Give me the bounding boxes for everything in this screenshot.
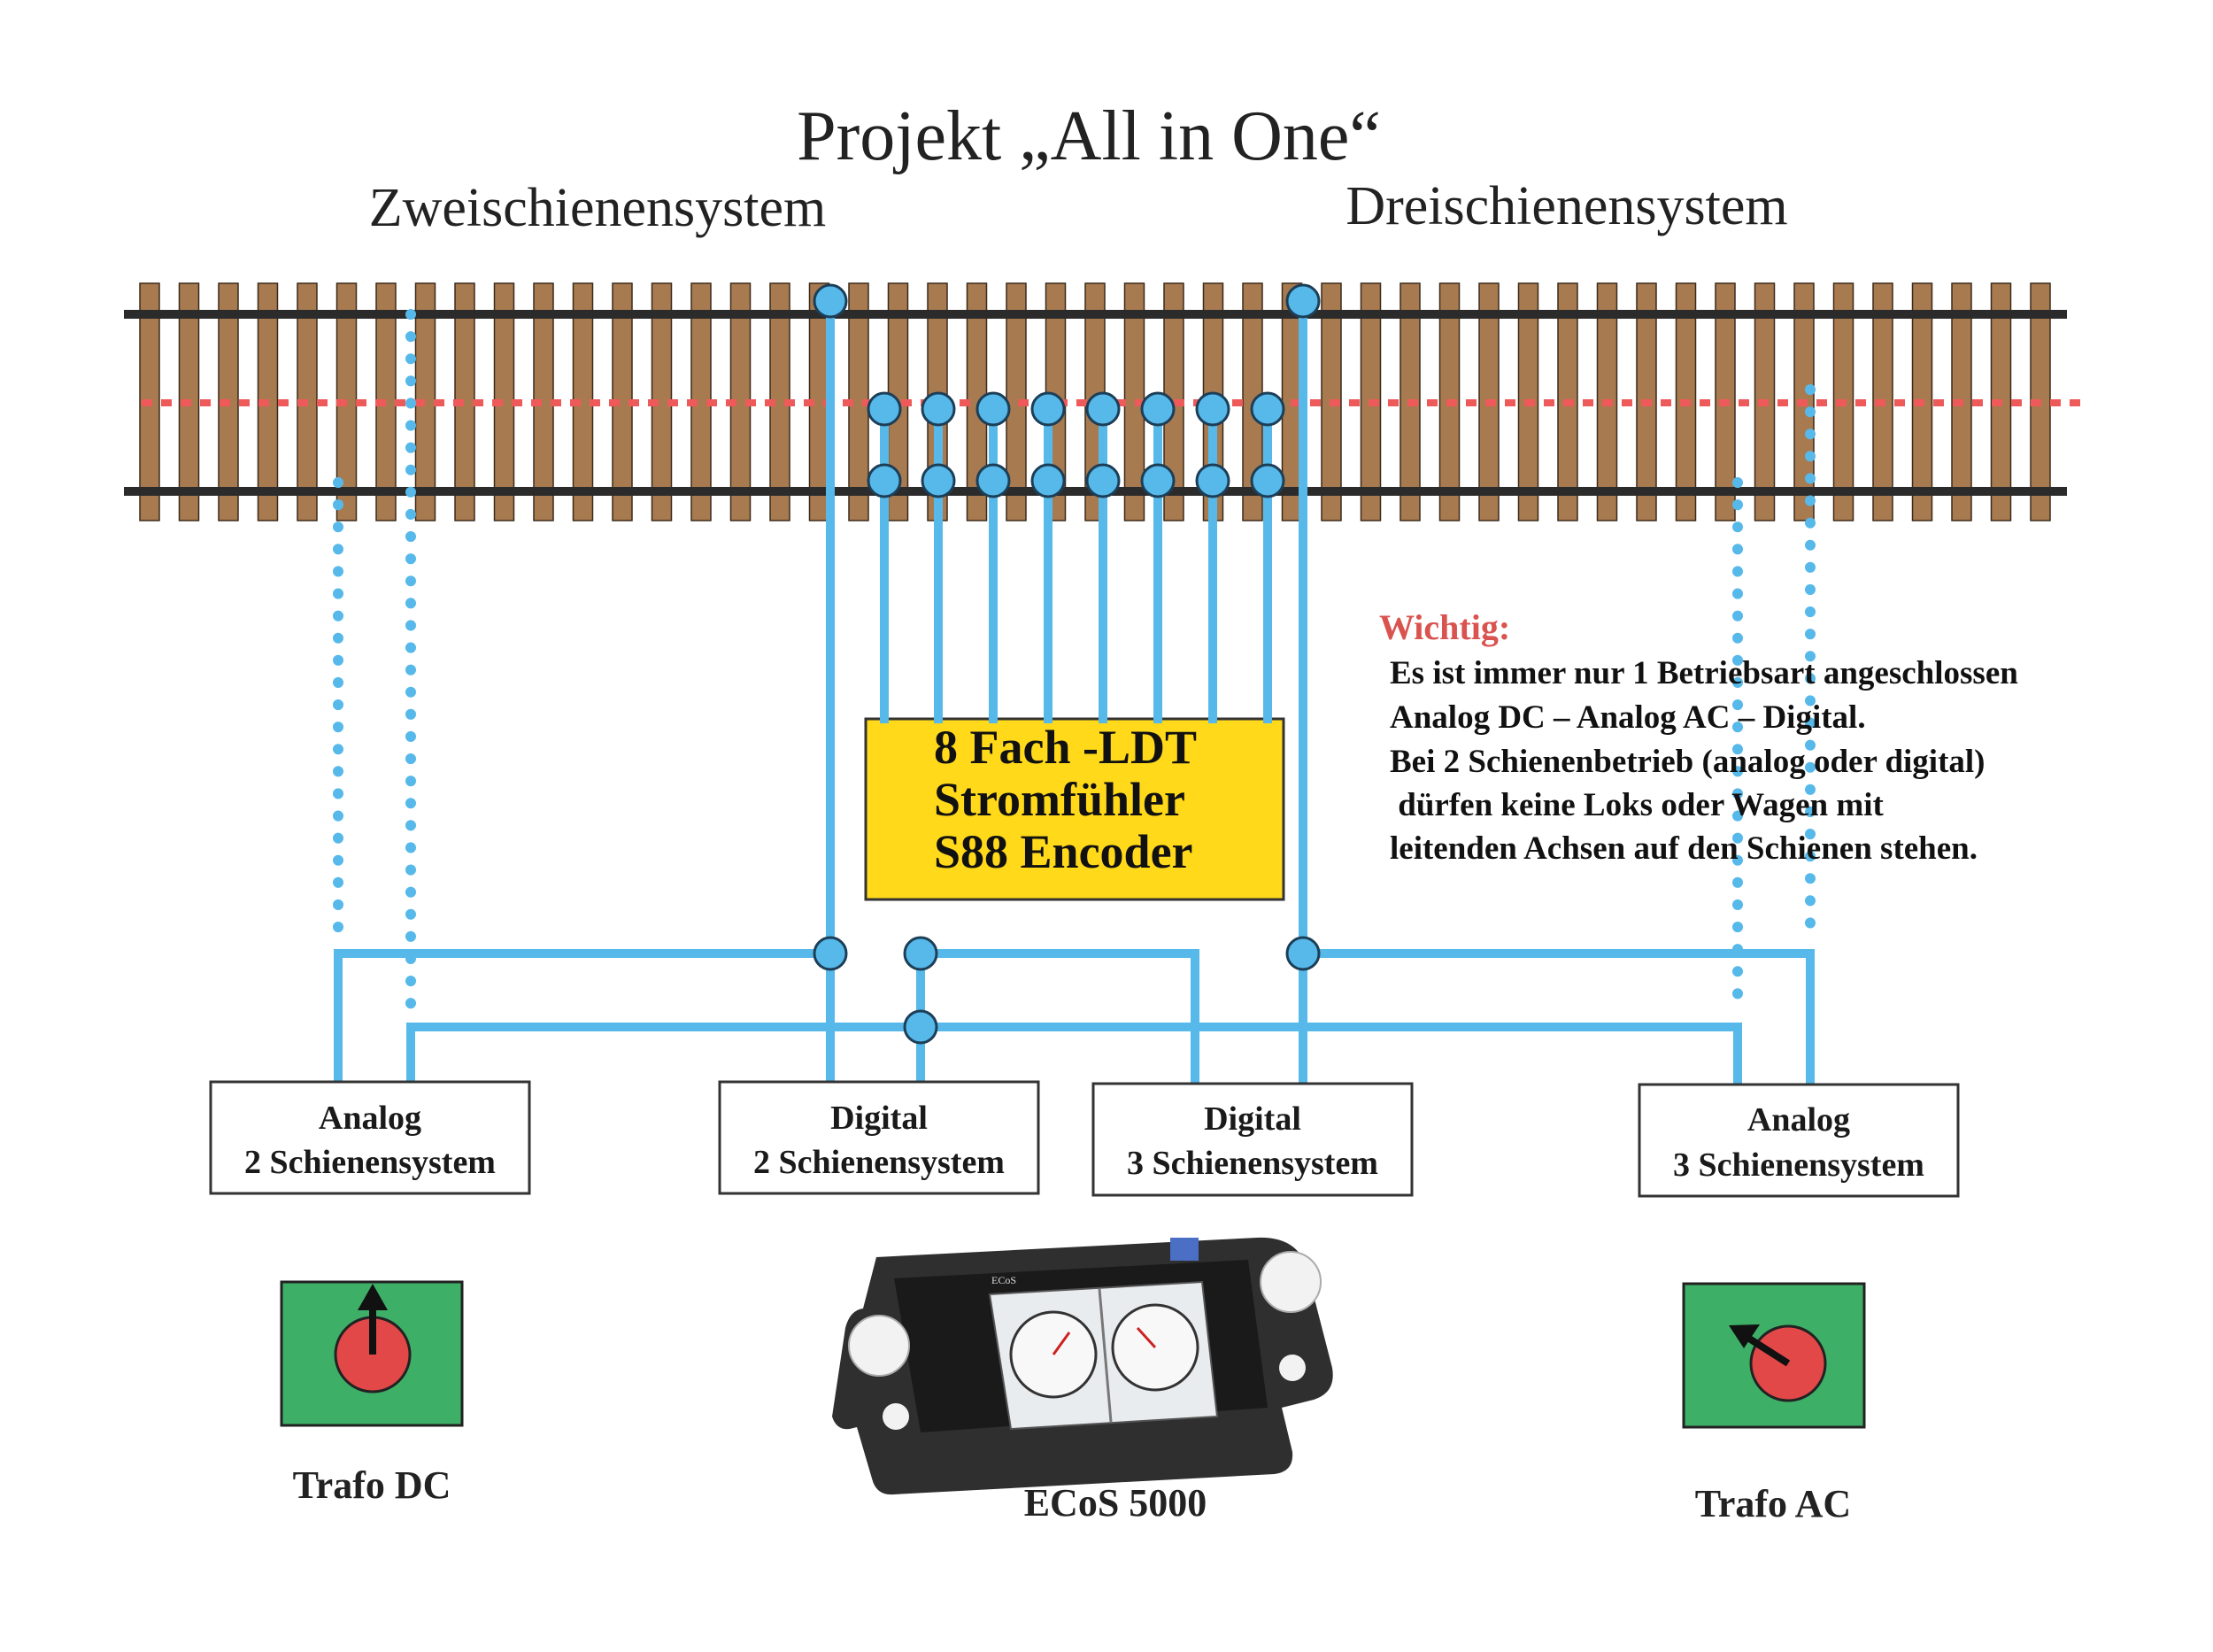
connection-dot (867, 463, 902, 498)
connection-dot (1140, 463, 1176, 498)
encoder-line-3: S88 Encoder (934, 825, 1193, 878)
note-line-5: leitenden Achsen auf den Schienen stehen… (1390, 830, 1978, 867)
connection-dot (903, 936, 938, 971)
note-heading: Wichtig: (1379, 607, 1510, 647)
box-digital-3: Digital 3 Schienensystem (1091, 1082, 1414, 1197)
transformer-dial-icon (280, 1280, 464, 1427)
connection-dot (1195, 391, 1230, 427)
connection-dot (921, 463, 956, 498)
wire-bus-upper-right (1299, 949, 1815, 1089)
solid-wires (334, 297, 1815, 1089)
subtitle-two-rail: Zweischienensystem (369, 178, 827, 238)
box-digital-2-line1: Digital (830, 1100, 928, 1137)
note-line-2: Analog DC – Analog AC – Digital. (1390, 699, 1866, 736)
connection-dot (1250, 463, 1285, 498)
note-line-3: Bei 2 Schienenbetrieb (analog oder digit… (1390, 744, 1986, 780)
subtitle-three-rail: Dreischienensystem (1346, 176, 1787, 236)
wire-bus-upper-mid (916, 949, 1199, 1086)
important-note: Wichtig: Es ist immer nur 1 Betriebsart … (1379, 607, 2018, 867)
connection-dot (1285, 283, 1321, 319)
box-analog-3-line2: 3 Schienensystem (1673, 1146, 1924, 1184)
box-digital-2: Digital 2 Schienensystem (718, 1080, 1040, 1195)
box-analog-3-line1: Analog (1747, 1101, 1850, 1139)
connection-dot (1140, 391, 1176, 427)
connection-dot (1030, 463, 1066, 498)
caption-trafo-ac: Trafo AC (1695, 1482, 1851, 1525)
ecos-command-station-icon: ECoS (832, 1237, 1333, 1495)
box-digital-2-line2: 2 Schienensystem (753, 1144, 1005, 1181)
wire-bus-lower-left (406, 1023, 925, 1086)
connection-dot (1285, 936, 1321, 971)
box-digital-3-line1: Digital (1204, 1100, 1301, 1138)
box-analog-2-line1: Analog (319, 1100, 421, 1137)
connection-dot (1030, 391, 1066, 427)
wire-bus-upper-left (334, 949, 835, 1086)
connection-dot (1085, 463, 1121, 498)
caption-trafo-dc: Trafo DC (293, 1463, 451, 1507)
connection-dot (1085, 391, 1121, 427)
connection-dot (813, 936, 848, 971)
ecos-logo-text: ECoS (991, 1274, 1016, 1286)
connection-dot (1195, 463, 1230, 498)
page-title: Projekt „All in One“ (797, 97, 1381, 175)
connection-dot (975, 463, 1011, 498)
encoder-line-1: 8 Fach -LDT (934, 721, 1197, 774)
transformer-dial-icon (1682, 1282, 1866, 1429)
note-line-4: dürfen keine Loks oder Wagen mit (1390, 787, 1884, 823)
encoder-box (864, 717, 1285, 901)
box-digital-3-line2: 3 Schienensystem (1127, 1145, 1378, 1182)
connection-dot (813, 283, 848, 319)
connection-dot (867, 391, 902, 427)
connection-dot (1250, 391, 1285, 427)
box-analog-3: Analog 3 Schienensystem (1638, 1083, 1960, 1198)
box-analog-2-line2: 2 Schienensystem (244, 1144, 496, 1181)
note-line-1: Es ist immer nur 1 Betriebsart angeschlo… (1390, 655, 2018, 691)
connection-dots (813, 283, 1321, 1045)
encoder-line-2: Stromfühler (934, 773, 1185, 826)
caption-ecos: ECoS 5000 (1024, 1481, 1207, 1525)
connection-dot (921, 391, 956, 427)
connection-dot (975, 391, 1011, 427)
box-analog-2: Analog 2 Schienensystem (209, 1080, 531, 1195)
dotted-wires (333, 309, 1816, 1015)
connection-dot (903, 1009, 938, 1045)
wire-bus-lower-right (916, 1023, 1742, 1089)
